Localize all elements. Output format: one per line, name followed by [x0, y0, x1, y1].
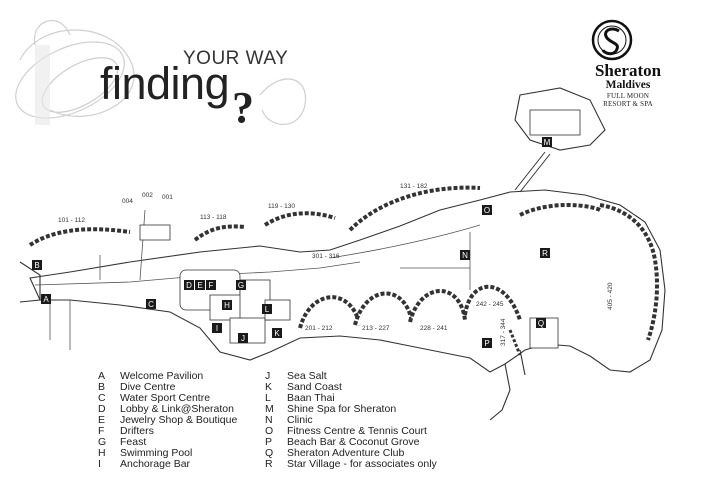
villa-label: 002: [142, 192, 153, 199]
villa-label: 101 - 112: [58, 217, 85, 224]
marker-l[interactable]: L: [262, 304, 272, 314]
villa-labels: 101 - 112 004 002 001 113 - 118 119 - 13…: [58, 183, 614, 346]
marker-i[interactable]: I: [212, 323, 222, 333]
paths: [34, 209, 481, 350]
svg-text:N: N: [462, 251, 468, 260]
brand-tagline-1: FULL MOON: [606, 91, 650, 100]
villa-label: 405 - 420: [607, 282, 614, 310]
marker-q[interactable]: Q: [536, 318, 546, 328]
svg-text:F: F: [209, 281, 214, 290]
villa-label: 317 - 344: [500, 318, 507, 346]
villa-label: 301 - 316: [312, 253, 340, 260]
location-markers: A B C D E F G H I J K L M N O P Q R: [32, 137, 552, 348]
title-question-mark: ?: [232, 83, 254, 132]
villa-label: 119 - 130: [268, 203, 295, 210]
marker-n[interactable]: N: [460, 250, 470, 260]
marker-r[interactable]: R: [540, 248, 550, 258]
brand-name: Sheraton: [594, 61, 662, 80]
svg-text:L: L: [265, 305, 270, 314]
villa-label: 201 - 212: [305, 325, 333, 332]
marker-o[interactable]: O: [482, 205, 492, 215]
island-outline: [19, 87, 666, 421]
marker-j[interactable]: J: [238, 333, 248, 343]
svg-text:D: D: [186, 281, 192, 290]
marker-c[interactable]: C: [146, 299, 156, 309]
marker-d[interactable]: D: [184, 280, 194, 290]
svg-text:R: R: [542, 249, 548, 258]
marker-p[interactable]: P: [482, 338, 492, 348]
villa-rows: [28, 185, 660, 356]
decorative-swirl: [15, 19, 307, 125]
brand-tagline-2: RESORT & SPA: [603, 99, 653, 108]
marker-g[interactable]: G: [236, 280, 246, 290]
svg-text:P: P: [484, 339, 489, 348]
sheraton-emblem: [591, 19, 633, 61]
marker-h[interactable]: H: [222, 300, 232, 310]
marker-k[interactable]: K: [272, 328, 282, 338]
svg-text:A: A: [43, 295, 49, 304]
brand-logo: Sheraton Maldives FULL MOON RESORT & SPA: [568, 62, 688, 108]
svg-text:K: K: [274, 329, 280, 338]
svg-text:O: O: [484, 206, 490, 215]
marker-e[interactable]: E: [195, 280, 205, 290]
villa-label: 213 - 227: [362, 325, 390, 332]
villa-label: 001: [162, 194, 173, 201]
marker-a[interactable]: A: [41, 294, 51, 304]
title-finding: finding: [100, 58, 230, 109]
svg-text:E: E: [197, 281, 202, 290]
villa-label: 242 - 245: [476, 301, 504, 308]
villa-label: 113 - 118: [200, 214, 227, 221]
svg-text:C: C: [148, 300, 154, 309]
svg-text:H: H: [224, 301, 230, 310]
svg-text:J: J: [241, 334, 245, 343]
marker-m[interactable]: M: [542, 137, 552, 147]
marker-b[interactable]: B: [32, 260, 42, 270]
villa-label: 004: [122, 198, 133, 205]
marker-f[interactable]: F: [206, 280, 216, 290]
villa-label: 131 - 182: [400, 183, 428, 190]
svg-text:Q: Q: [538, 319, 544, 328]
brand-subtitle: Maldives: [605, 79, 651, 91]
villa-label: 228 - 241: [420, 325, 448, 332]
svg-text:M: M: [544, 138, 551, 147]
svg-text:B: B: [34, 261, 39, 270]
svg-text:I: I: [216, 324, 218, 333]
svg-text:G: G: [238, 281, 244, 290]
title-your-way: YOUR WAY: [183, 48, 289, 69]
